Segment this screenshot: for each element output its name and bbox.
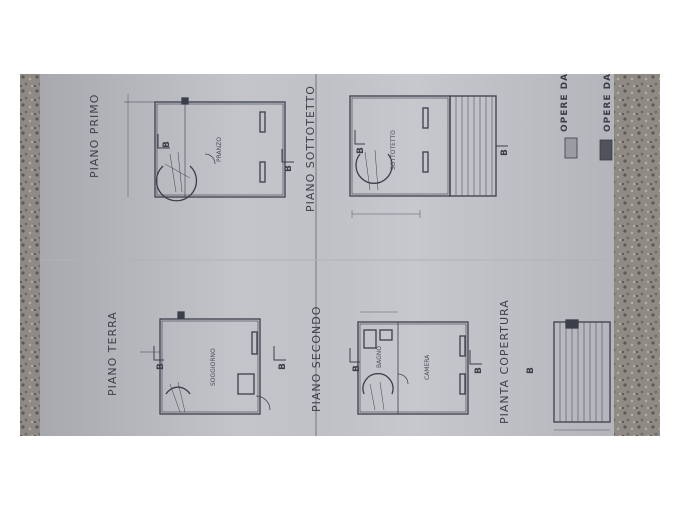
section-letter: B (474, 366, 484, 374)
plan-piano-terra (140, 311, 271, 415)
room-label-primo: PRANZO (216, 137, 223, 162)
legend-text-bottom: OPERE DA (603, 74, 613, 132)
section-arrow (495, 132, 508, 147)
label-pianta-copertura: PIANTA COPERTURA (498, 299, 511, 424)
section-arrow (153, 346, 164, 361)
section-arrow (281, 149, 294, 163)
label-piano-terra: PIANO TERRA (106, 311, 119, 396)
label-piano-sottotetto: PIANO SOTTOTETTO (304, 85, 317, 212)
plan-piano-sottotetto (349, 95, 497, 218)
legend-swatch-bottom (599, 139, 613, 161)
room-label-sottotetto: SOTTOTETTO (390, 130, 397, 170)
section-letter: B (156, 362, 166, 370)
floor-plan-photo: PIANO PRIMO PIANO SOTTOTETTO PIANO TERRA… (20, 74, 660, 436)
legend-swatch-top (564, 137, 578, 159)
room-label-secondo-bagno: BAGNO (376, 346, 383, 368)
section-letter: B (284, 164, 294, 172)
section-arrow (157, 134, 170, 149)
section-letter: B (162, 140, 172, 148)
label-piano-secondo: PIANO SECONDO (310, 305, 323, 412)
section-arrow (354, 130, 365, 145)
plan-piano-primo (124, 94, 286, 202)
section-letter: B (356, 146, 366, 154)
label-piano-primo: PIANO PRIMO (88, 93, 101, 178)
section-arrow (349, 348, 360, 363)
legend-text-top: OPERE DA (560, 74, 570, 132)
section-letter: B (278, 362, 288, 370)
section-arrow (273, 346, 286, 361)
plan-piano-secondo (357, 311, 469, 415)
floor-plan-drawing (20, 74, 660, 436)
section-letter: B (500, 148, 510, 156)
paper-sheet (40, 74, 614, 436)
section-letter: B (352, 364, 362, 372)
section-letter: B (526, 366, 536, 374)
section-arrow (469, 350, 482, 365)
room-label-terra: SOGGIORNO (210, 348, 217, 386)
room-label-secondo-camera: CAMERA (424, 354, 431, 380)
plan-pianta-copertura (553, 319, 611, 431)
